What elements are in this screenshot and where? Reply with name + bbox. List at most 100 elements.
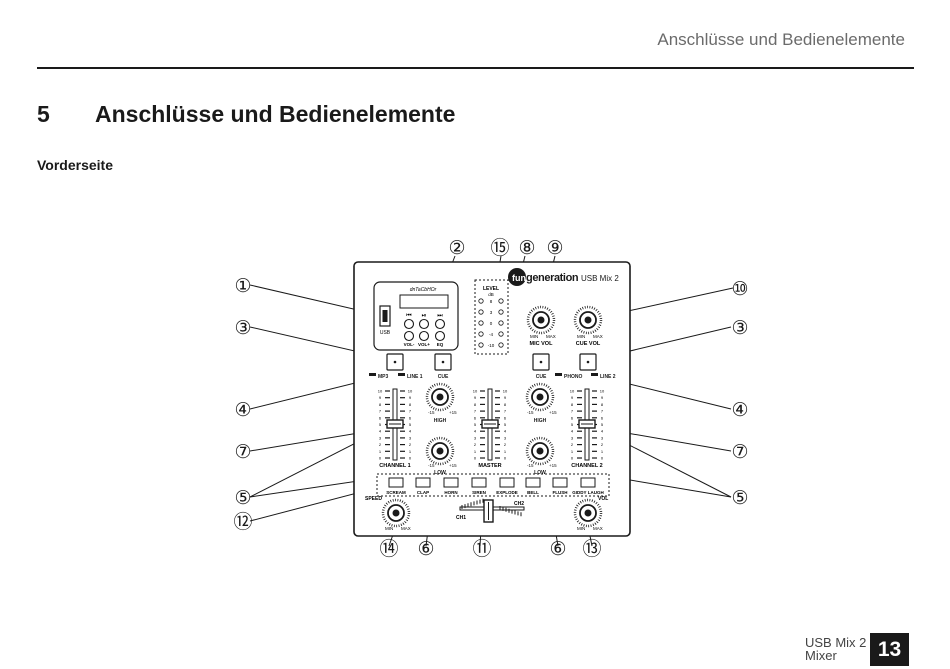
speed-min: MIN: [385, 526, 393, 531]
effect-pad-label: GIDDY LAUGH: [572, 490, 603, 495]
fader-scale-label: 4: [409, 429, 412, 434]
fader-scale-label: 1: [601, 449, 604, 454]
ch2-high-knob[interactable]: [525, 382, 555, 412]
fader-scale-label: 9: [474, 395, 477, 400]
fader-scale-label: 8: [571, 402, 574, 407]
level-leds: [478, 298, 504, 348]
crossfader[interactable]: [459, 498, 525, 523]
player-button-2[interactable]: [418, 318, 430, 330]
ch1-low-max: +15: [449, 463, 457, 468]
callout-7-right: ⑦: [731, 442, 748, 463]
ch2-low-knob[interactable]: [525, 436, 555, 466]
eq-label: EQ: [437, 342, 444, 347]
callout-11: ⑪: [472, 538, 491, 560]
level-unit: dB: [488, 292, 494, 297]
next-icon[interactable]: ⏭: [437, 313, 443, 319]
level-scale-0: 0: [490, 321, 493, 326]
callout-12: ⑫: [233, 511, 252, 533]
fader-scale-label: 1: [504, 449, 507, 454]
fader-scale-label: 5: [504, 422, 507, 427]
level-scale-minus4: -4: [489, 332, 493, 337]
vol-minus-label: VOL-: [404, 342, 415, 347]
fader-scale-label: 5: [601, 422, 604, 427]
player-display: [399, 294, 449, 309]
play-pause-icon[interactable]: ⏯: [422, 313, 427, 319]
effect-pad-flush[interactable]: [552, 477, 568, 488]
fader-scale-label: 7: [601, 409, 604, 414]
fader-scale-label: 2: [571, 442, 574, 447]
header-rule: [37, 67, 914, 69]
prev-icon[interactable]: ⏮: [406, 313, 412, 319]
callout-9: ⑨: [546, 238, 563, 259]
ch1-low-label: LOW: [434, 470, 446, 476]
mic-vol-knob[interactable]: [526, 305, 556, 335]
effect-pad-horn[interactable]: [443, 477, 459, 488]
callout-6-left: ⑥: [417, 539, 434, 560]
effect-pad-label: SCREAM: [386, 490, 406, 495]
fader-scale-label: 7: [409, 409, 412, 414]
fader-scale-label: 7: [571, 409, 574, 414]
fader-scale-label: 10: [600, 389, 605, 394]
fader-scale-label: 5: [379, 422, 382, 427]
led-right: [498, 298, 504, 304]
player-button-3[interactable]: [434, 318, 446, 330]
footer-product-name: USB Mix 2: [805, 635, 867, 650]
fader-scale-label: 1: [571, 449, 574, 454]
mic-vol-min: MIN: [530, 334, 538, 339]
vol-min: MIN: [577, 526, 585, 531]
line2-label: LINE 2: [600, 374, 616, 380]
mic-vol-max: MAX: [546, 334, 556, 339]
fader-scale-label: 5: [409, 422, 412, 427]
cue-vol-knob[interactable]: [573, 305, 603, 335]
footer-category: Mixer: [805, 648, 837, 663]
master-label: MASTER: [478, 463, 501, 469]
effect-pad-bell[interactable]: [525, 477, 541, 488]
callout-7-left: ⑦: [234, 442, 251, 463]
eq-button[interactable]: [434, 330, 446, 342]
callout-3-left: ③: [234, 318, 251, 339]
led-right: [498, 331, 504, 337]
effect-pad-label: CLAP: [417, 490, 429, 495]
fader-scale-label: 8: [409, 402, 412, 407]
display-brand: dnTaCbHOr: [410, 287, 437, 293]
ch1-cue-label: CUE: [438, 374, 449, 380]
effects-vol-knob[interactable]: [573, 498, 603, 528]
effect-pad-label: SIREN: [472, 490, 486, 495]
chapter-title: Anschlüsse und Bedienelemente: [95, 101, 456, 127]
effect-pad-siren[interactable]: [471, 477, 487, 488]
callout-5-right: ⑤: [731, 488, 748, 509]
speed-label: SPEED: [365, 496, 382, 502]
ch1-high-max: +15: [449, 410, 457, 415]
level-meter: LEVEL dB 8 3 0 -4 -10: [474, 279, 509, 355]
cue-vol-label: CUE VOL: [576, 341, 601, 347]
effect-pad-clap[interactable]: [415, 477, 431, 488]
callout-5-left: ⑤: [234, 488, 251, 509]
ch1-high-knob[interactable]: [425, 382, 455, 412]
effect-pad-label: HORN: [444, 490, 457, 495]
led-left: [478, 342, 484, 348]
cue-vol-max: MAX: [593, 334, 603, 339]
vol-minus-button[interactable]: [403, 330, 415, 342]
effect-pad-explode[interactable]: [499, 477, 515, 488]
fader-scale-label: 7: [504, 409, 507, 414]
fader-scale-label: 2: [474, 442, 477, 447]
speed-max: MAX: [401, 526, 411, 531]
fader-scale-label: 3: [409, 435, 412, 440]
effect-pad-label: BELL: [527, 490, 539, 495]
effect-pad-scream[interactable]: [388, 477, 404, 488]
vol-plus-button[interactable]: [418, 330, 430, 342]
fader-scale-label: 2: [379, 442, 382, 447]
effect-pad-giddy-laugh[interactable]: [580, 477, 596, 488]
fader-scale-label: 3: [474, 435, 477, 440]
fader-scale-label: 6: [379, 415, 382, 420]
led-left: [478, 320, 484, 326]
fader-scale-label: 3: [601, 435, 604, 440]
player-button-1[interactable]: [403, 318, 415, 330]
fader-scale-label: 7: [474, 409, 477, 414]
ch1-low-knob[interactable]: [425, 436, 455, 466]
speed-knob[interactable]: [381, 498, 411, 528]
